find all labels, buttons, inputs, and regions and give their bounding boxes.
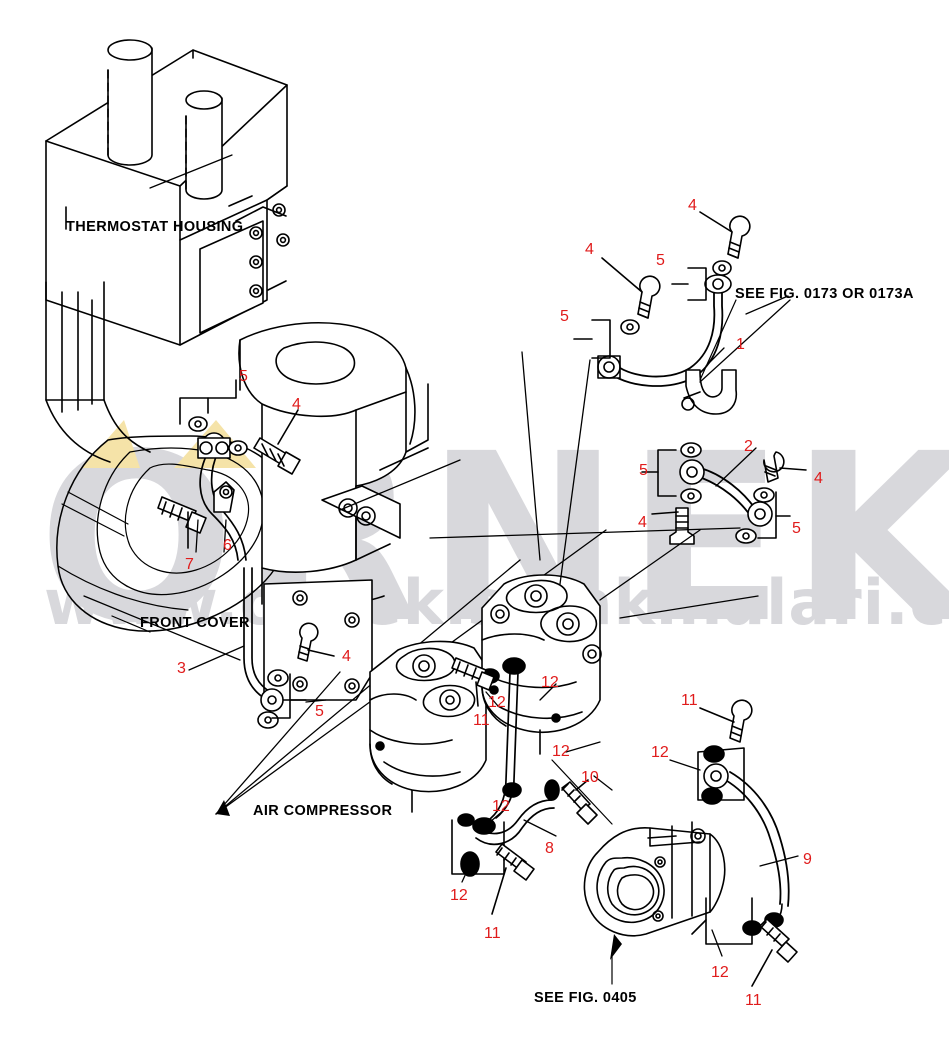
- callout-number: 9: [803, 851, 812, 868]
- bolt-4-upper-left: [601, 257, 661, 319]
- label-see-fig-0405: SEE FIG. 0405: [534, 990, 637, 1006]
- bracket-5-upper-right: [671, 260, 732, 301]
- callout-number: 12: [711, 964, 729, 981]
- thermostat-cylinder-large: [107, 39, 153, 166]
- bolt-4-mid-left: [651, 507, 695, 545]
- bracket-5-mid-right: [757, 491, 791, 539]
- callout-number: 4: [585, 241, 594, 258]
- callout-number: 8: [545, 840, 554, 857]
- engine-block-main: [238, 321, 429, 605]
- bolt-11-bottom-right: [751, 918, 798, 987]
- tube-3: [243, 567, 271, 699]
- label-thermostat-housing: THERMOSTAT HOUSING: [66, 219, 244, 235]
- union-elbow-fitting: [681, 369, 738, 415]
- callout-number: 5: [315, 703, 324, 720]
- tube-1: [605, 285, 724, 387]
- cylinder-assembly-0405: [583, 821, 726, 937]
- callout-number: 5: [639, 462, 648, 479]
- long-leaders: [339, 351, 759, 619]
- callout-number: 11: [681, 692, 698, 709]
- bolt-10: [544, 779, 598, 825]
- air-compressor-front: [481, 574, 602, 755]
- bolt-11-lower-center: [491, 843, 535, 915]
- callout-number: 4: [292, 396, 301, 413]
- callout-number: 12: [552, 743, 570, 760]
- bolt-7: [157, 496, 207, 549]
- callout-leaders: [188, 295, 799, 957]
- callout-number: 5: [560, 308, 569, 325]
- label-front-cover: FRONT COVER: [140, 615, 250, 631]
- callout-number: 4: [814, 470, 823, 487]
- callout-number: 12: [488, 694, 506, 711]
- bracket-5-mid-left: [641, 449, 677, 497]
- callout-number: 11: [473, 712, 490, 729]
- callout-number: 4: [342, 648, 351, 665]
- thermostat-cylinder-small: [185, 90, 223, 200]
- air-compressor-rear: [369, 640, 487, 813]
- callout-number: 5: [239, 368, 248, 385]
- bolt-4-left: [253, 409, 301, 475]
- bolt-11-compressor: [451, 657, 495, 707]
- label-see-fig-0173: SEE FIG. 0173 OR 0173A: [735, 286, 914, 302]
- bolt-11-right: [699, 699, 753, 743]
- tube-3-fittings: [257, 669, 289, 729]
- callout-number: 5: [656, 252, 665, 269]
- bolt-4-upper-right: [699, 211, 751, 259]
- callout-number: 11: [745, 992, 762, 1009]
- callout-number: 3: [177, 660, 186, 677]
- callout-number: 7: [185, 556, 194, 573]
- callout-number: 11: [484, 925, 501, 942]
- thermostat-housing-bosses: [199, 195, 290, 334]
- callout-number: 2: [744, 438, 753, 455]
- callout-number: 6: [223, 537, 232, 554]
- bolt-4-mid-right: [763, 451, 807, 483]
- bracket-5-upper-left: [573, 319, 640, 359]
- callout-number: 12: [541, 674, 559, 691]
- tube-1-end-fittings: [597, 274, 732, 379]
- callout-number: 4: [638, 514, 647, 531]
- tube-8: [475, 799, 555, 846]
- bracket-12-bottom-right: [691, 897, 753, 945]
- callout-number: 10: [581, 769, 599, 786]
- bracket-12-right: [697, 747, 745, 801]
- callout-number: 5: [792, 520, 801, 537]
- tube-2: [699, 467, 757, 519]
- callout-number: 12: [450, 887, 468, 904]
- tube-9: [721, 771, 790, 907]
- callout-number: 4: [688, 197, 697, 214]
- bracket-5-lower-left: [271, 673, 307, 719]
- label-air-compressor: AIR COMPRESSOR: [253, 803, 393, 819]
- callout-number: 1: [736, 336, 745, 353]
- tube-2-fittings: [679, 442, 775, 544]
- mount-pad-lower: [263, 579, 373, 701]
- callout-number: 12: [651, 744, 669, 761]
- callout-number: 12: [492, 798, 510, 815]
- bolt-4-lower: [297, 622, 335, 662]
- mount-pad-upper: [321, 485, 401, 539]
